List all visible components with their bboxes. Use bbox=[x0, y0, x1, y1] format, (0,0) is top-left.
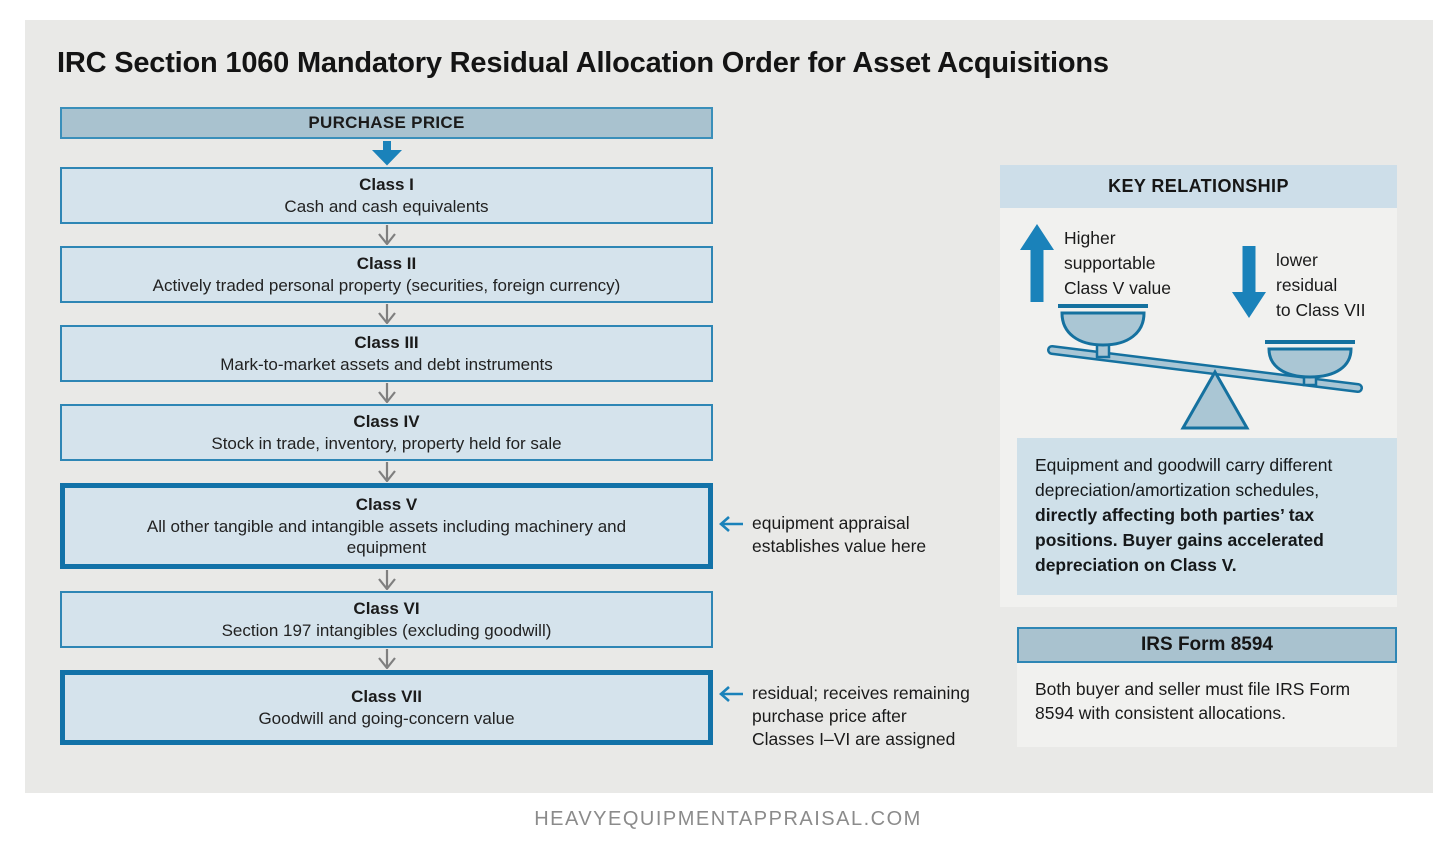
up-arrow-icon bbox=[1020, 224, 1054, 302]
flow-arrow-row bbox=[60, 569, 713, 591]
key-relationship-panel: KEY RELATIONSHIP Higher supportable Clas… bbox=[1000, 165, 1397, 607]
annotation-line: equipment appraisal bbox=[752, 513, 910, 533]
class-name: Class IV bbox=[353, 412, 420, 431]
class-name: Class II bbox=[356, 254, 417, 273]
label-line: lower bbox=[1276, 250, 1318, 270]
website-footer: HEAVYEQUIPMENTAPPRAISAL.COM bbox=[534, 808, 922, 830]
label-line: to Class VII bbox=[1276, 300, 1366, 320]
lower-class-vii-label: lower residual to Class VII bbox=[1276, 248, 1365, 323]
class-description: Section 197 intangibles (excluding goodw… bbox=[221, 621, 552, 640]
class-description: Stock in trade, inventory, property held… bbox=[211, 434, 562, 453]
class-description: Mark-to-market assets and debt instrumen… bbox=[220, 355, 553, 374]
annotation-line: establishes value here bbox=[752, 536, 927, 556]
class-description: Cash and cash equivalents bbox=[284, 197, 489, 216]
class-box-i: Class I Cash and cash equivalents bbox=[60, 167, 713, 224]
class-box-ii: Class II Actively traded personal proper… bbox=[60, 246, 713, 303]
irs-form-body: Both buyer and seller must file IRS Form… bbox=[1017, 663, 1397, 747]
flow-arrow-row bbox=[60, 224, 713, 246]
class-name: Class V bbox=[355, 495, 418, 514]
flow-arrow-row bbox=[60, 461, 713, 483]
annotation-text: residual; receives remaining purchase pr… bbox=[752, 682, 970, 751]
irs-form-title: IRS Form 8594 bbox=[1017, 627, 1397, 663]
flow-arrow-row bbox=[60, 648, 713, 670]
key-relationship-title: KEY RELATIONSHIP bbox=[1000, 165, 1397, 208]
class-name: Class VII bbox=[351, 687, 422, 706]
label-line: Higher bbox=[1064, 228, 1116, 248]
flow-arrow-row bbox=[60, 382, 713, 404]
allocation-flowchart: PURCHASE PRICE Class I Cash and cash equ… bbox=[60, 107, 713, 745]
flow-arrow-row bbox=[60, 303, 713, 325]
class-description: All other tangible and intangible assets… bbox=[146, 517, 627, 557]
label-line: supportable bbox=[1064, 253, 1156, 273]
class-name: Class I bbox=[359, 175, 414, 194]
open-down-arrow-icon bbox=[377, 304, 396, 324]
annotation-class-v: equipment appraisal establishes value he… bbox=[716, 512, 926, 558]
open-down-arrow-icon bbox=[377, 570, 396, 590]
annotation-class-vii: residual; receives remaining purchase pr… bbox=[716, 682, 970, 751]
class-description: Goodwill and going-concern value bbox=[258, 709, 515, 728]
solid-down-arrow-icon bbox=[371, 140, 402, 165]
irs-form-panel: IRS Form 8594 Both buyer and seller must… bbox=[1017, 627, 1397, 747]
purchase-price-box: PURCHASE PRICE bbox=[60, 107, 713, 139]
class-box-vi: Class VI Section 197 intangibles (exclud… bbox=[60, 591, 713, 648]
purchase-price-label: PURCHASE PRICE bbox=[308, 113, 465, 132]
annotation-line: Classes I–VI are assigned bbox=[752, 729, 956, 749]
open-down-arrow-icon bbox=[377, 462, 396, 482]
open-down-arrow-icon bbox=[377, 225, 396, 245]
left-arrow-icon bbox=[719, 516, 743, 532]
class-box-vii-highlighted: Class VII Goodwill and going-concern val… bbox=[60, 670, 713, 745]
note-bold-text: directly affecting both parties’ tax pos… bbox=[1035, 505, 1324, 575]
page-title: IRC Section 1060 Mandatory Residual Allo… bbox=[57, 47, 1109, 79]
key-relationship-body: Higher supportable Class V value lower r… bbox=[1000, 208, 1397, 607]
annotation-text: equipment appraisal establishes value he… bbox=[752, 512, 926, 558]
left-arrow-icon bbox=[719, 686, 743, 702]
label-line: Class V value bbox=[1064, 278, 1171, 298]
class-box-iv: Class IV Stock in trade, inventory, prop… bbox=[60, 404, 713, 461]
annotation-line: residual; receives remaining bbox=[752, 683, 970, 703]
open-down-arrow-icon bbox=[377, 649, 396, 669]
class-box-v-highlighted: Class V All other tangible and intangibl… bbox=[60, 483, 713, 569]
flow-arrow-row bbox=[60, 139, 713, 167]
key-relationship-note: Equipment and goodwill carry different d… bbox=[1017, 438, 1397, 595]
annotation-line: purchase price after bbox=[752, 706, 907, 726]
balance-scale-icon bbox=[1047, 304, 1363, 430]
label-line: residual bbox=[1276, 275, 1338, 295]
higher-class-v-label: Higher supportable Class V value bbox=[1064, 226, 1171, 301]
class-box-iii: Class III Mark-to-market assets and debt… bbox=[60, 325, 713, 382]
class-name: Class III bbox=[354, 333, 419, 352]
down-arrow-icon bbox=[1232, 246, 1266, 318]
open-down-arrow-icon bbox=[377, 383, 396, 403]
class-name: Class VI bbox=[353, 599, 420, 618]
class-description: Actively traded personal property (secur… bbox=[152, 276, 621, 295]
note-regular-text: Equipment and goodwill carry different d… bbox=[1035, 455, 1333, 500]
